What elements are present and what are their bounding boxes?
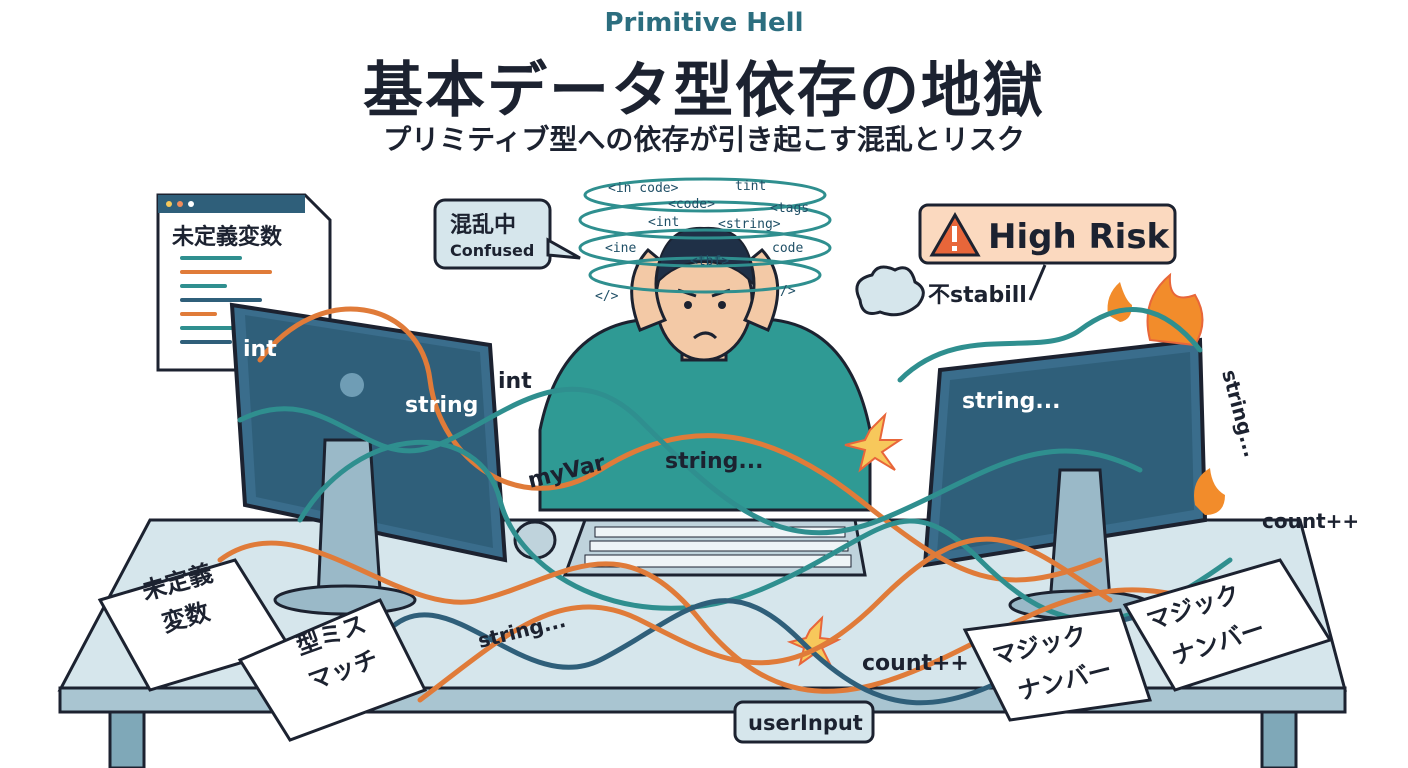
label-int: int	[243, 337, 277, 362]
title-en: Primitive Hell	[604, 8, 804, 38]
page-subtitle: プリミティブ型への依存が引き起こす混乱とリスク	[383, 123, 1025, 156]
paper-magic-number-right: マジック ナンバー	[1122, 558, 1333, 692]
svg-text:/>: />	[780, 284, 796, 299]
svg-text:<ine: <ine	[605, 241, 636, 256]
svg-text:Confused: Confused	[450, 241, 534, 260]
label-count-desk: count++	[862, 651, 969, 676]
label-string-shirt: string...	[665, 449, 763, 474]
svg-text:<code>: <code>	[668, 197, 715, 212]
svg-text:<tags: <tags	[770, 201, 809, 216]
svg-text:userInput: userInput	[748, 711, 863, 735]
label-count-right: count++	[1262, 509, 1359, 533]
svg-text:High Risk: High Risk	[988, 217, 1171, 257]
window-title: 未定義変数	[172, 224, 283, 250]
svg-text:<int: <int	[648, 215, 679, 230]
svg-text:混乱中: 混乱中	[450, 213, 516, 238]
smoke-cloud-icon	[855, 265, 925, 317]
svg-text:<string>: <string>	[718, 217, 781, 232]
svg-text:</>: </>	[595, 289, 619, 304]
svg-text:tint: tint	[735, 179, 766, 194]
keyboard	[562, 518, 867, 577]
unstable-label: 不stabill	[928, 283, 1027, 308]
high-risk-badge: High Risk 不stabill	[918, 203, 1177, 308]
paper-magic-number-left: マジック ナンバー	[962, 608, 1152, 722]
svg-text:<in code>: <in code>	[608, 181, 679, 196]
tangled-cables	[217, 306, 1283, 706]
svg-text:<tbf>: <tbf>	[690, 254, 729, 269]
swirl-tags: <in code> tint <code> <tags <int <string…	[595, 179, 809, 304]
window-dot-icon	[177, 201, 183, 207]
svg-text:code: code	[772, 241, 803, 256]
user-input-tag: userInput	[733, 700, 875, 744]
window-dot-icon	[188, 201, 194, 207]
label-string-side: string...	[1217, 367, 1263, 460]
warning-icon	[929, 211, 981, 257]
label-string: string	[405, 393, 478, 418]
label-int-mid: int	[498, 369, 532, 394]
label-string-right: string...	[962, 389, 1060, 414]
window-dot-icon	[166, 201, 172, 207]
page-title: 基本データ型依存の地獄	[363, 56, 1045, 126]
confused-bubble: 混乱中 Confused	[433, 198, 581, 270]
code-swirl	[578, 177, 832, 294]
